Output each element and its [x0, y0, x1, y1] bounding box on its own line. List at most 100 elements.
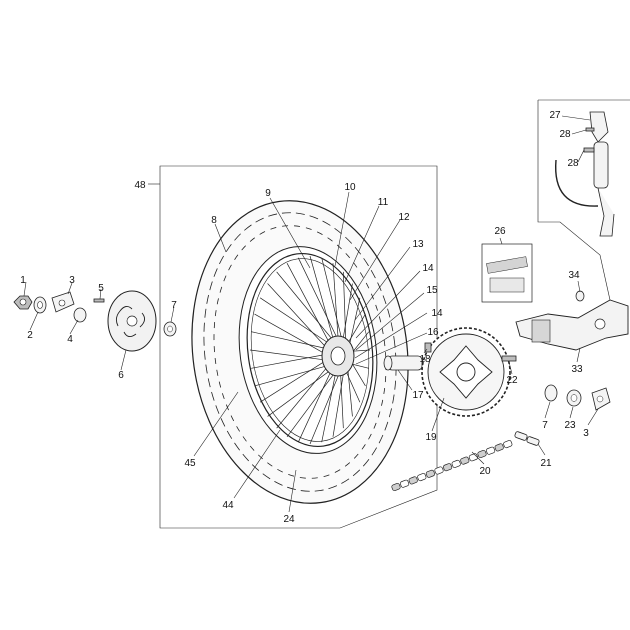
- spoke: [286, 368, 338, 438]
- chain-adjuster-right: [591, 387, 611, 411]
- spoke: [249, 349, 329, 361]
- chain-link: [451, 459, 461, 468]
- callout-4: 4: [67, 334, 73, 345]
- spoke: [332, 365, 346, 437]
- spoke: [254, 313, 329, 356]
- chain-link: [391, 482, 401, 492]
- rear-tyre: [191, 200, 409, 504]
- spoke: [321, 257, 344, 345]
- callout-28a: 28: [559, 129, 571, 140]
- spoke: [259, 358, 329, 403]
- chain-link: [408, 476, 418, 485]
- brake-disc: [107, 290, 157, 352]
- chain-link: [443, 463, 453, 472]
- callout-33: 33: [571, 364, 583, 375]
- chain-link: [494, 443, 504, 452]
- spoke: [251, 331, 330, 350]
- spoke: [254, 364, 331, 387]
- callout-24: 24: [283, 514, 295, 525]
- callout-16: 16: [427, 327, 439, 338]
- spoke: [309, 368, 342, 445]
- spoke: [267, 367, 334, 417]
- sprocket-bolt: [424, 342, 517, 362]
- chain-link: [434, 466, 444, 475]
- callout-8: 8: [211, 215, 217, 226]
- callout-2: 2: [27, 330, 33, 341]
- callout-21: 21: [540, 458, 552, 469]
- callout-26: 26: [494, 226, 506, 237]
- callout-10: 10: [344, 182, 356, 193]
- spoke: [297, 366, 334, 443]
- spoke: [309, 255, 335, 344]
- callout-labels: 1 2 3 4 5 6 7 8 9 10 11 12 13 14 15 14 1…: [20, 110, 589, 525]
- spoke: [286, 262, 332, 347]
- chain-link: [477, 449, 487, 459]
- callout-11: 11: [378, 197, 389, 208]
- callout-15: 15: [426, 285, 438, 296]
- spoke: [251, 353, 329, 369]
- callout-27: 27: [549, 110, 561, 121]
- chain-link: [417, 473, 427, 482]
- callout-17: 17: [412, 390, 424, 401]
- callout-48: 48: [134, 180, 146, 191]
- spoke: [267, 283, 330, 351]
- bushing: [566, 389, 582, 407]
- spoke: [340, 368, 344, 429]
- callout-7: 7: [171, 300, 177, 311]
- wheel-spokes: [249, 255, 371, 445]
- rear-sprocket: [421, 327, 511, 417]
- callout-1: 1: [20, 275, 26, 286]
- callout-12: 12: [398, 212, 410, 223]
- brake-pedal: [515, 299, 629, 351]
- washer: [33, 296, 47, 314]
- spoke: [342, 271, 347, 349]
- callout-18: 18: [419, 354, 431, 365]
- callout-3-right: 3: [583, 428, 589, 439]
- spoke: [276, 363, 331, 429]
- callout-9: 9: [265, 188, 271, 199]
- callout-14b: 14: [431, 308, 443, 319]
- callout-7-right: 7: [542, 420, 548, 431]
- chain-link: [468, 453, 478, 462]
- callout-28b: 28: [567, 158, 579, 169]
- axle-nut: [13, 295, 33, 310]
- callout-3: 3: [69, 275, 75, 286]
- callout-23: 23: [564, 420, 576, 431]
- drive-chain: [391, 440, 513, 492]
- inset-master-cylinder: [537, 99, 630, 301]
- spoke: [341, 283, 353, 345]
- callout-22: 22: [506, 375, 518, 386]
- axle-spacer: [383, 355, 423, 371]
- callout-34: 34: [568, 270, 580, 281]
- callout-44: 44: [222, 500, 234, 511]
- callout-45: 45: [184, 458, 196, 469]
- chain-link: [460, 456, 470, 465]
- master-link: [514, 431, 540, 446]
- chain-adjuster: [51, 291, 75, 313]
- spoke: [332, 263, 339, 344]
- chain-link: [503, 440, 513, 449]
- wheel-assembly-frame: [148, 165, 438, 529]
- spacer: [73, 307, 87, 323]
- brake-disc-bolt: [93, 298, 105, 303]
- spoke: [297, 257, 340, 344]
- chain-link: [400, 479, 410, 488]
- callout-14a: 14: [422, 263, 434, 274]
- chain-link: [486, 446, 496, 455]
- wheel-bearing-left: [163, 321, 177, 337]
- decal-kit: [481, 243, 533, 303]
- callout-19: 19: [425, 432, 437, 443]
- spoke: [276, 271, 336, 344]
- callout-20: 20: [479, 466, 491, 477]
- wheel-bearing-right: [544, 384, 558, 402]
- leader-lines: [23, 115, 599, 513]
- pedal-spring: [575, 290, 585, 302]
- wheel-rim: [246, 252, 374, 448]
- spoke: [321, 368, 337, 443]
- spoke: [259, 297, 333, 346]
- callout-13: 13: [412, 239, 424, 250]
- chain-link: [425, 469, 435, 478]
- callout-6: 6: [118, 370, 124, 381]
